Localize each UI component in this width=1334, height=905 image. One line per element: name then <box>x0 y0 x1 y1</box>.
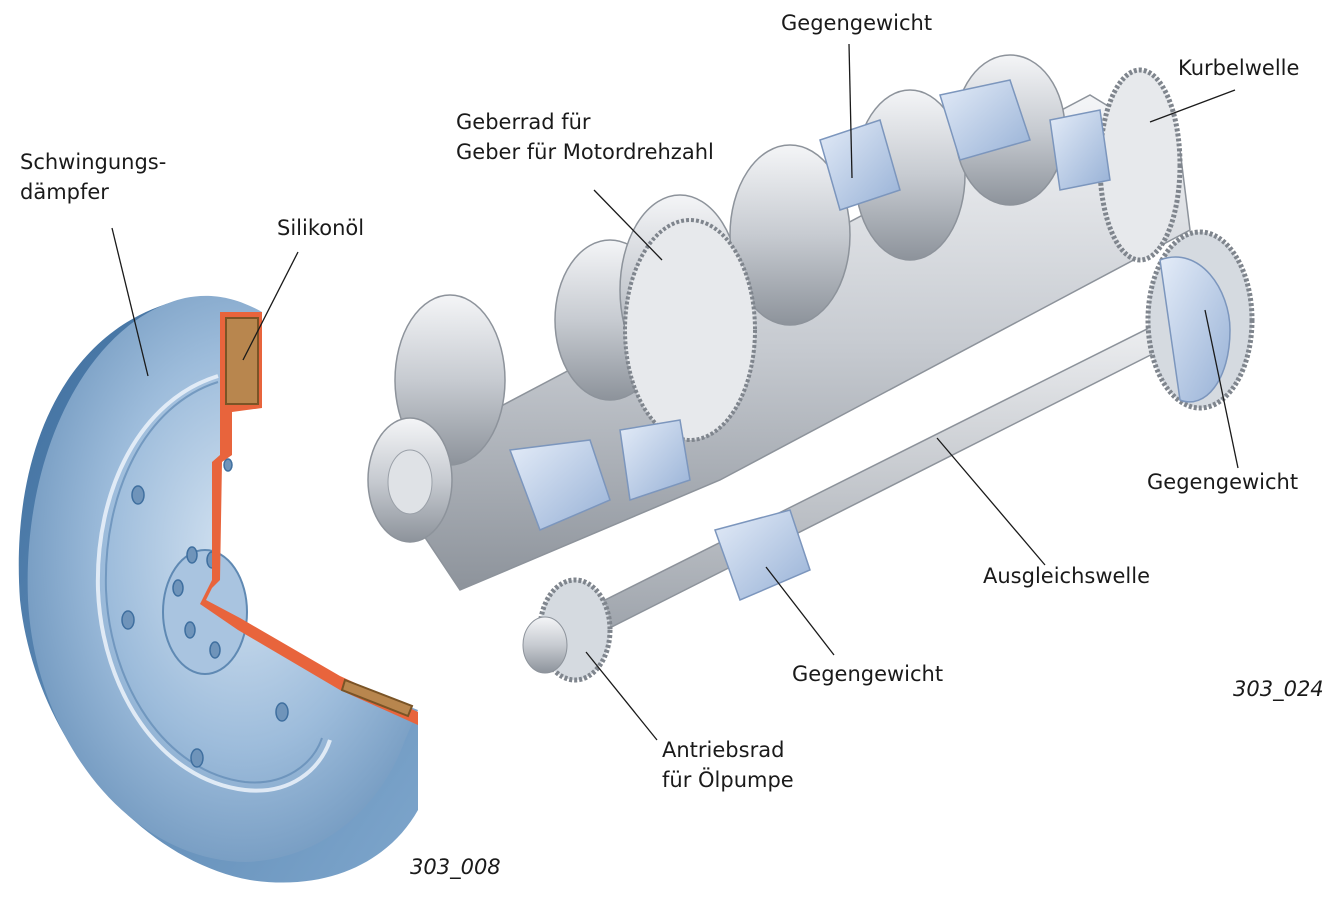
label-damper-line2: dämpfer <box>20 177 166 207</box>
label-sensor-line2: Geber für Motordrehzahl <box>456 137 714 167</box>
damper-hub <box>163 550 247 674</box>
label-oilpump-line2: für Ölpumpe <box>662 765 794 795</box>
label-counterweight-top: Gegengewicht <box>781 8 932 38</box>
leader-oil <box>243 252 298 360</box>
sensor-wheel <box>625 220 755 440</box>
label-damper-line1: Schwingungs- <box>20 147 166 177</box>
silicone-oil-chamber-top <box>226 318 258 404</box>
crankshaft-sprocket <box>1100 70 1180 260</box>
vibration-damper <box>19 296 418 883</box>
label-counterweight-right: Gegengewicht <box>1147 467 1298 497</box>
figure-id-crankshaft: 303_024 <box>1233 677 1324 701</box>
label-damper: Schwingungs- dämpfer <box>20 147 166 207</box>
leader-oilpump <box>586 652 657 740</box>
label-oil-pump-gear: Antriebsrad für Ölpumpe <box>662 735 794 795</box>
label-oilpump-line1: Antriebsrad <box>662 735 794 765</box>
leader-counterweight-bottom <box>766 567 834 655</box>
label-sensor-line1: Geberrad für <box>456 107 714 137</box>
label-crankshaft: Kurbelwelle <box>1178 53 1299 83</box>
figure-id-damper: 303_008 <box>410 855 501 879</box>
label-balance-shaft: Ausgleichswelle <box>983 561 1150 591</box>
label-sensor-wheel: Geberrad für Geber für Motordrehzahl <box>456 107 714 167</box>
label-silicone-oil: Silikonöl <box>277 213 364 243</box>
label-counterweight-bottom: Gegengewicht <box>792 659 943 689</box>
leader-balance-shaft <box>937 438 1045 565</box>
